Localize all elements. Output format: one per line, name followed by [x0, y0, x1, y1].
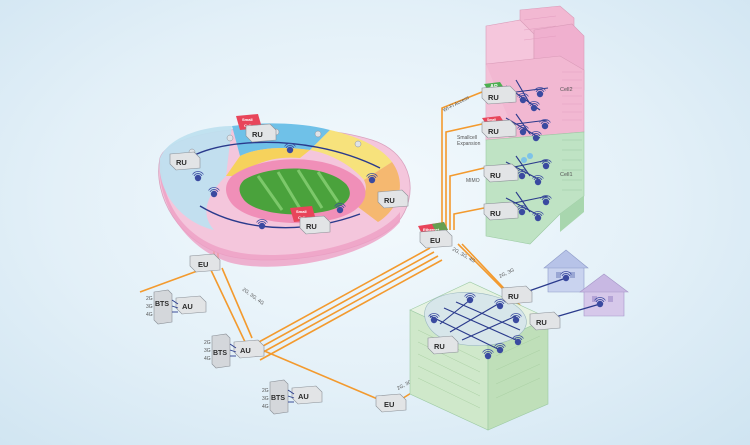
house-cables — [525, 277, 601, 319]
ru-label: RU — [490, 209, 501, 218]
bts-label: BTS — [271, 395, 285, 402]
ru-unit-house-2: RU — [529, 311, 561, 331]
cell2-label: Cell2 — [560, 87, 573, 93]
ethernet-label: Ethernet — [423, 227, 440, 232]
mimo-label: MIMO — [466, 178, 480, 184]
gen-2g-label: 2G — [204, 340, 211, 346]
ru-label: RU — [488, 127, 499, 136]
eu-label: EU — [384, 400, 394, 409]
building-antennas — [516, 87, 552, 222]
gen-2g-label: 2G — [146, 296, 153, 302]
ru-label: RU — [490, 171, 501, 180]
bts-group-2: 2G 3G 4G BTS AU — [204, 333, 265, 369]
small-cell-label-1: Small — [242, 117, 253, 122]
bts-label: BTS — [155, 301, 169, 308]
eu-label: EU — [198, 260, 208, 269]
bts-group-3: 2G 3G 4G BTS AU — [262, 379, 323, 415]
eu-unit-stadium: EU — [189, 253, 221, 273]
ru-unit-stadium-right: RU — [377, 189, 409, 209]
small-cell-label-1: Small — [487, 118, 496, 122]
ru-label: RU — [176, 158, 187, 167]
small-cell-label-1: Small — [296, 209, 307, 214]
au-label: AU — [240, 346, 251, 355]
office-building — [409, 281, 549, 431]
ru-label: RU — [434, 342, 445, 351]
small-cell-label-2: Cell — [298, 215, 305, 220]
small-cell-label-2: Cell — [244, 123, 251, 128]
ru-unit-office: RU — [427, 335, 459, 355]
ru-unit-building-3: RU — [483, 163, 519, 183]
house-blue — [543, 249, 589, 293]
eu-unit-center: EU — [419, 229, 453, 249]
au-label: AU — [182, 302, 193, 311]
bands-label-stadium: 2G, 3G, 4G — [241, 287, 265, 307]
gen-3g-label: 3G — [146, 304, 153, 310]
ru-label: RU — [508, 292, 519, 301]
bts-group-1: 2G 3G 4G BTS AU — [146, 289, 207, 325]
ru-label: RU — [252, 130, 263, 139]
bts-label: BTS — [213, 350, 227, 357]
ru-label: RU — [488, 93, 499, 102]
cell1-label: Cell1 — [560, 172, 573, 178]
wifi-access-label: Wi-Fi Access — [442, 95, 471, 114]
gen-4g-label: 4G — [204, 356, 211, 362]
bands-label-houses: 2G, 3G — [498, 267, 515, 280]
ru-label: RU — [306, 222, 317, 231]
ru-unit-house-1: RU — [501, 285, 533, 305]
gen-2g-label: 2G — [262, 388, 269, 394]
ru-unit-stadium-top: RU — [245, 123, 277, 143]
gen-3g-label: 3G — [262, 396, 269, 402]
ru-label: RU — [384, 196, 395, 205]
house-purple — [579, 273, 629, 317]
gen-4g-label: 4G — [146, 312, 153, 318]
eu-label: EU — [430, 236, 440, 245]
gen-3g-label: 3G — [204, 348, 211, 354]
au-label: AU — [298, 392, 309, 401]
ru-unit-stadium-bottom: RU — [299, 215, 331, 235]
ru-label: RU — [536, 318, 547, 327]
smallcell-expansion-label-2: Expansion — [457, 141, 481, 147]
ru-unit-building-1: RU — [481, 85, 517, 105]
ru-unit-building-4: RU — [483, 201, 519, 221]
eu-unit-bottom: EU — [375, 393, 407, 413]
ru-unit-stadium-left: RU — [169, 151, 201, 171]
stadium — [158, 123, 411, 267]
smallcell-expansion-label-1: Smallcell — [457, 135, 477, 141]
ru-unit-building-2: RU — [481, 119, 517, 139]
gen-4g-label: 4G — [262, 404, 269, 410]
